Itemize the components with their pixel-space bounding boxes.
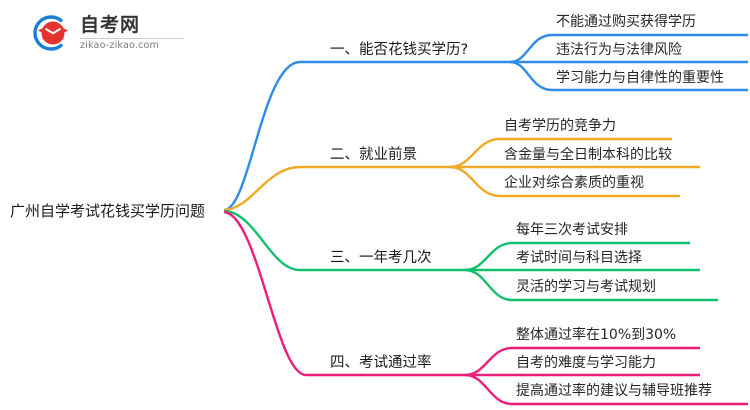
leaf-node-1-1[interactable]: 不能通过购买获得学历 <box>556 14 696 30</box>
logo-name: 自考网 <box>80 13 141 36</box>
branch-2-connectors <box>223 137 700 212</box>
branch-3-connectors <box>223 209 718 302</box>
logo-url: zikao-zikao.com <box>80 39 159 51</box>
leaf-node-4-2[interactable]: 自考的难度与学习能力 <box>516 355 656 371</box>
branch-node-1[interactable]: 一、能否花钱买学历? <box>330 42 469 58</box>
leaf-node-3-2[interactable]: 考试时间与科目选择 <box>516 250 642 266</box>
logo-text: 自考网 zikao-zikao.com <box>80 13 184 51</box>
logo-divider <box>80 37 184 39</box>
leaf-node-1-3[interactable]: 学习能力与自律性的重要性 <box>556 70 724 86</box>
site-logo: 自考网 zikao-zikao.com <box>28 10 208 56</box>
leaf-node-1-2[interactable]: 违法行为与法律风险 <box>556 42 682 58</box>
branch-node-3[interactable]: 三、一年考几次 <box>330 250 432 266</box>
branch-node-4[interactable]: 四、考试通过率 <box>330 355 432 371</box>
leaf-node-2-1[interactable]: 自考学历的竞争力 <box>504 118 616 134</box>
root-node[interactable]: 广州自学考试花钱买学历问题 <box>10 202 206 220</box>
leaf-node-3-3[interactable]: 灵活的学习与考试规划 <box>516 279 656 295</box>
branch-node-2[interactable]: 二、就业前景 <box>330 147 417 163</box>
leaf-node-4-3[interactable]: 提高通过率的建议与辅导班推荐 <box>516 383 712 399</box>
leaf-node-4-1[interactable]: 整体通过率在10%到30% <box>516 327 677 343</box>
graduation-cap-icon <box>28 11 72 55</box>
branch-1-connectors <box>223 33 748 212</box>
leaf-node-2-2[interactable]: 含金量与全日制本科的比较 <box>504 147 672 163</box>
leaf-node-2-3[interactable]: 企业对综合素质的重视 <box>504 175 644 191</box>
leaf-node-3-1[interactable]: 每年三次考试安排 <box>516 222 628 238</box>
branch-4-connectors <box>223 210 748 406</box>
